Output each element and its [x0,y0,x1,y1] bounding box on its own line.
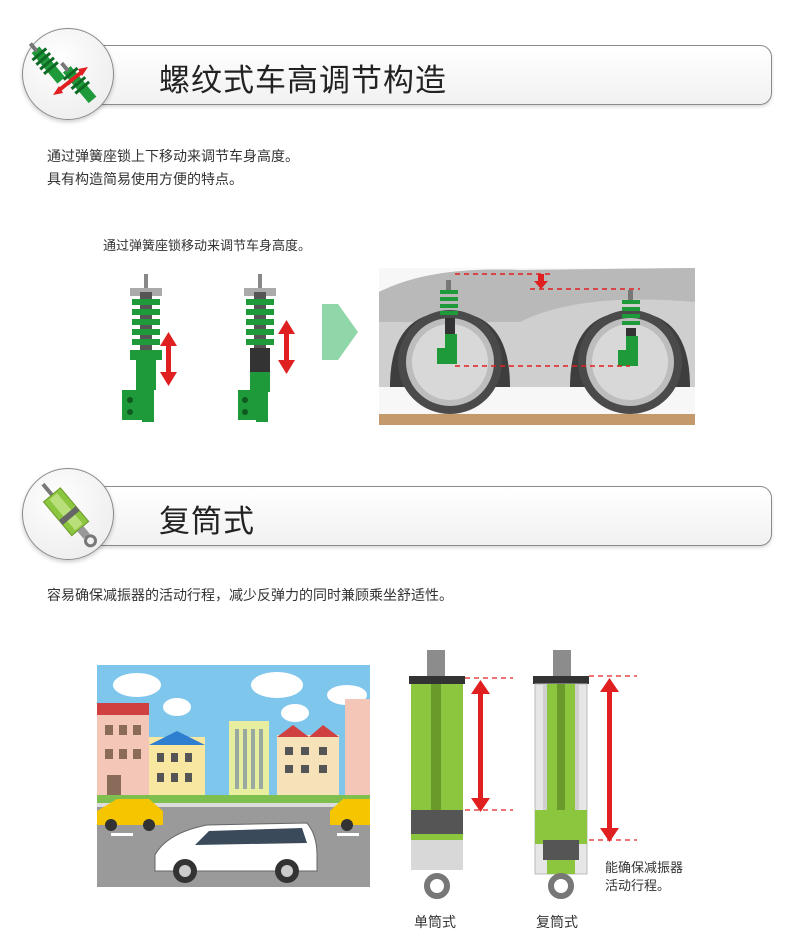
twin-tube-note-line1: 能确保减振器 [605,861,684,876]
section1-desc-line1: 通过弹簧座锁上下移动来调节车身高度。 [47,149,299,165]
section1-header-banner: 螺纹式车高调节构造 [60,45,772,105]
section1-diagram-caption: 通过弹簧座锁移动来调节车身高度。 [103,239,312,254]
car-side-illustration [379,268,695,425]
twin-tube-shock-icon [22,468,114,560]
coilover-high-seat [238,274,276,422]
section1-desc-line2: 具有构造简易使用方便的特点。 [47,172,243,188]
transition-arrow [322,304,358,360]
coilover-adjust-icon [22,28,114,120]
mono-vs-twin-tube-diagram [409,650,637,899]
red-up-down-arrow-1 [160,332,177,386]
twin-tube-note-line2: 活动行程。 [605,879,671,894]
red-up-down-arrow-2 [278,320,295,374]
section2-title: 复筒式 [159,504,255,540]
twin-stroke-arrow [600,678,619,842]
coilover-height-diagram [122,268,695,425]
coilover-low-seat [122,274,162,422]
mono-stroke-arrow [471,680,490,812]
twin-tube-shock [533,650,589,899]
section2-header-banner: 复筒式 [60,486,772,546]
mono-tube-label: 单筒式 [414,915,456,931]
twin-tube-label: 复筒式 [536,915,578,931]
section2-desc: 容易确保减振器的活动行程，减少反弹力的同时兼顾乘坐舒适性。 [47,588,453,604]
section1-title: 螺纹式车高调节构造 [159,63,447,99]
city-street-illustration [97,665,370,887]
mono-tube-shock [409,650,465,899]
